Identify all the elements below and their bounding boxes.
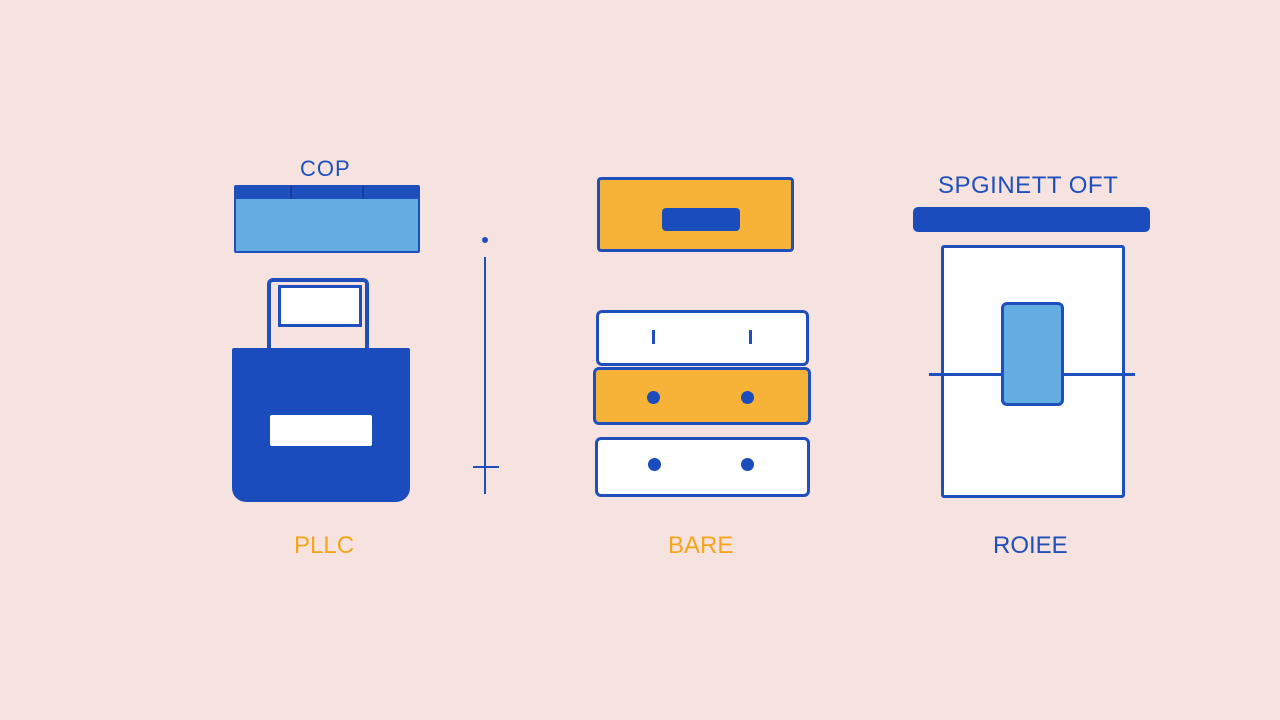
bag-slot — [270, 415, 372, 446]
label-roiee: ROIEE — [993, 532, 1068, 559]
bag-handle — [267, 278, 369, 350]
knob-dot-icon — [647, 391, 660, 404]
label-spginett-oft: SPGINETT OFT — [938, 172, 1119, 199]
blue-rod — [913, 207, 1150, 232]
label-cop: COP — [300, 156, 351, 181]
panel-seam — [290, 185, 292, 199]
shelf-white-top — [596, 310, 809, 366]
light-blue-panel — [234, 185, 420, 253]
knob-bar-icon — [749, 330, 752, 344]
bag-handle-window — [278, 285, 362, 327]
panel-seam — [362, 185, 364, 199]
blue-switch-block — [1001, 302, 1064, 406]
knob-dot-icon — [741, 391, 754, 404]
knob-dot-icon — [648, 458, 661, 471]
drawer-handle-icon — [662, 208, 740, 231]
label-pllc: PLLC — [294, 532, 355, 559]
vertical-divider — [484, 257, 486, 494]
label-bare: BARE — [668, 532, 734, 559]
shelf-orange-middle — [593, 367, 811, 425]
divider-dot — [482, 237, 488, 243]
knob-bar-icon — [652, 330, 655, 344]
knob-dot-icon — [741, 458, 754, 471]
divider-tick — [473, 466, 499, 468]
shelf-white-bottom — [595, 437, 810, 497]
